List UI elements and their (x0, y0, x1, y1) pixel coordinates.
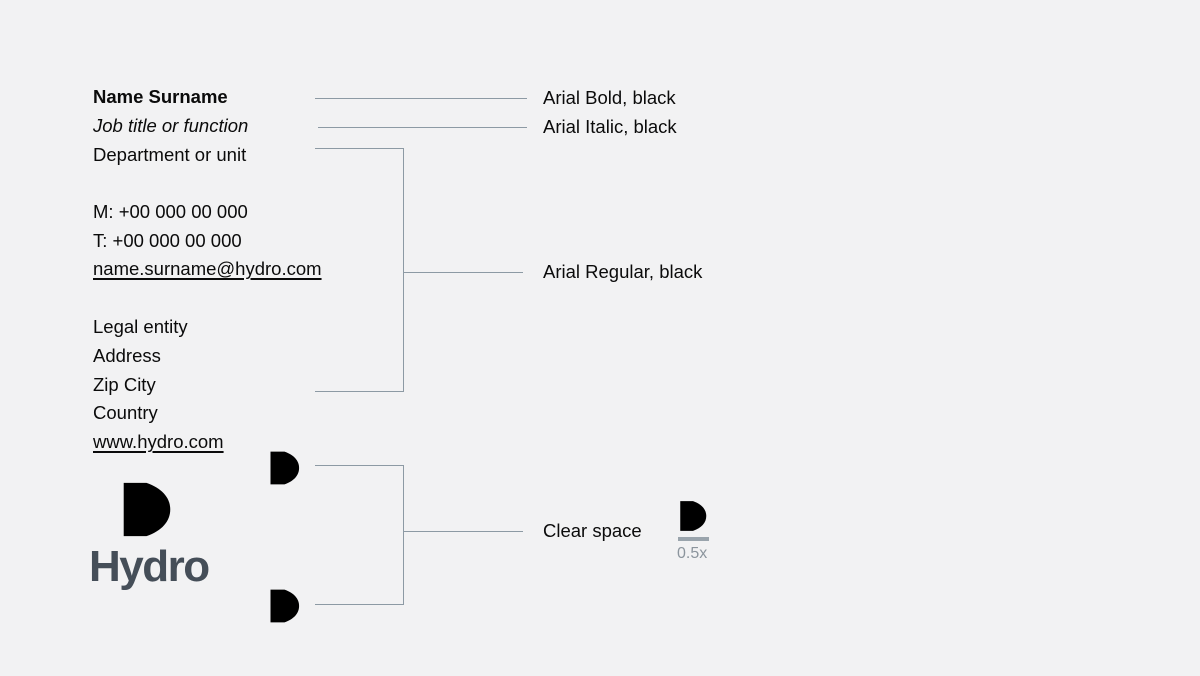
bracket-clearspace-connector-line (404, 531, 523, 532)
clear-space-ratio-label: 0.5x (677, 545, 708, 562)
hydro-logo-icon (118, 479, 175, 540)
signature-website-link[interactable]: www.hydro.com (93, 431, 224, 452)
signature-email-link[interactable]: name.surname@hydro.com (93, 258, 322, 279)
bracket-regular-top-line (315, 148, 404, 149)
clear-space-ratio-icon (677, 499, 709, 533)
signature-department: Department or unit (93, 144, 247, 165)
annotation-arial-regular: Arial Regular, black (543, 261, 703, 282)
signature-country: Country (93, 402, 158, 423)
hydro-logo-wordmark: Hydro (89, 542, 210, 591)
annotation-arial-bold: Arial Bold, black (543, 87, 676, 108)
signature-job-title: Job title or function (93, 115, 249, 136)
annotation-clear-space: Clear space (543, 520, 642, 541)
connector-line-job-italic (318, 127, 527, 128)
bracket-regular-connector-line (404, 272, 523, 273)
bracket-clearspace-top-line (315, 465, 404, 466)
clear-space-ghost-icon-top (267, 449, 302, 487)
bracket-regular-bottom-line (315, 391, 404, 392)
bracket-clearspace-bottom-line (315, 604, 404, 605)
signature-phone: T: +00 000 00 000 (93, 230, 242, 251)
signature-name: Name Surname (93, 86, 228, 107)
clear-space-ratio-bar (678, 537, 709, 541)
signature-legal-entity: Legal entity (93, 316, 188, 337)
bracket-clearspace-vertical-line (403, 465, 404, 605)
connector-line-name-bold (315, 98, 527, 99)
clear-space-ghost-icon-bottom (267, 587, 302, 625)
signature-zip-city: Zip City (93, 374, 156, 395)
signature-mobile: M: +00 000 00 000 (93, 201, 248, 222)
annotation-arial-italic: Arial Italic, black (543, 116, 677, 137)
signature-address: Address (93, 345, 161, 366)
bracket-regular-vertical-line (403, 148, 404, 392)
